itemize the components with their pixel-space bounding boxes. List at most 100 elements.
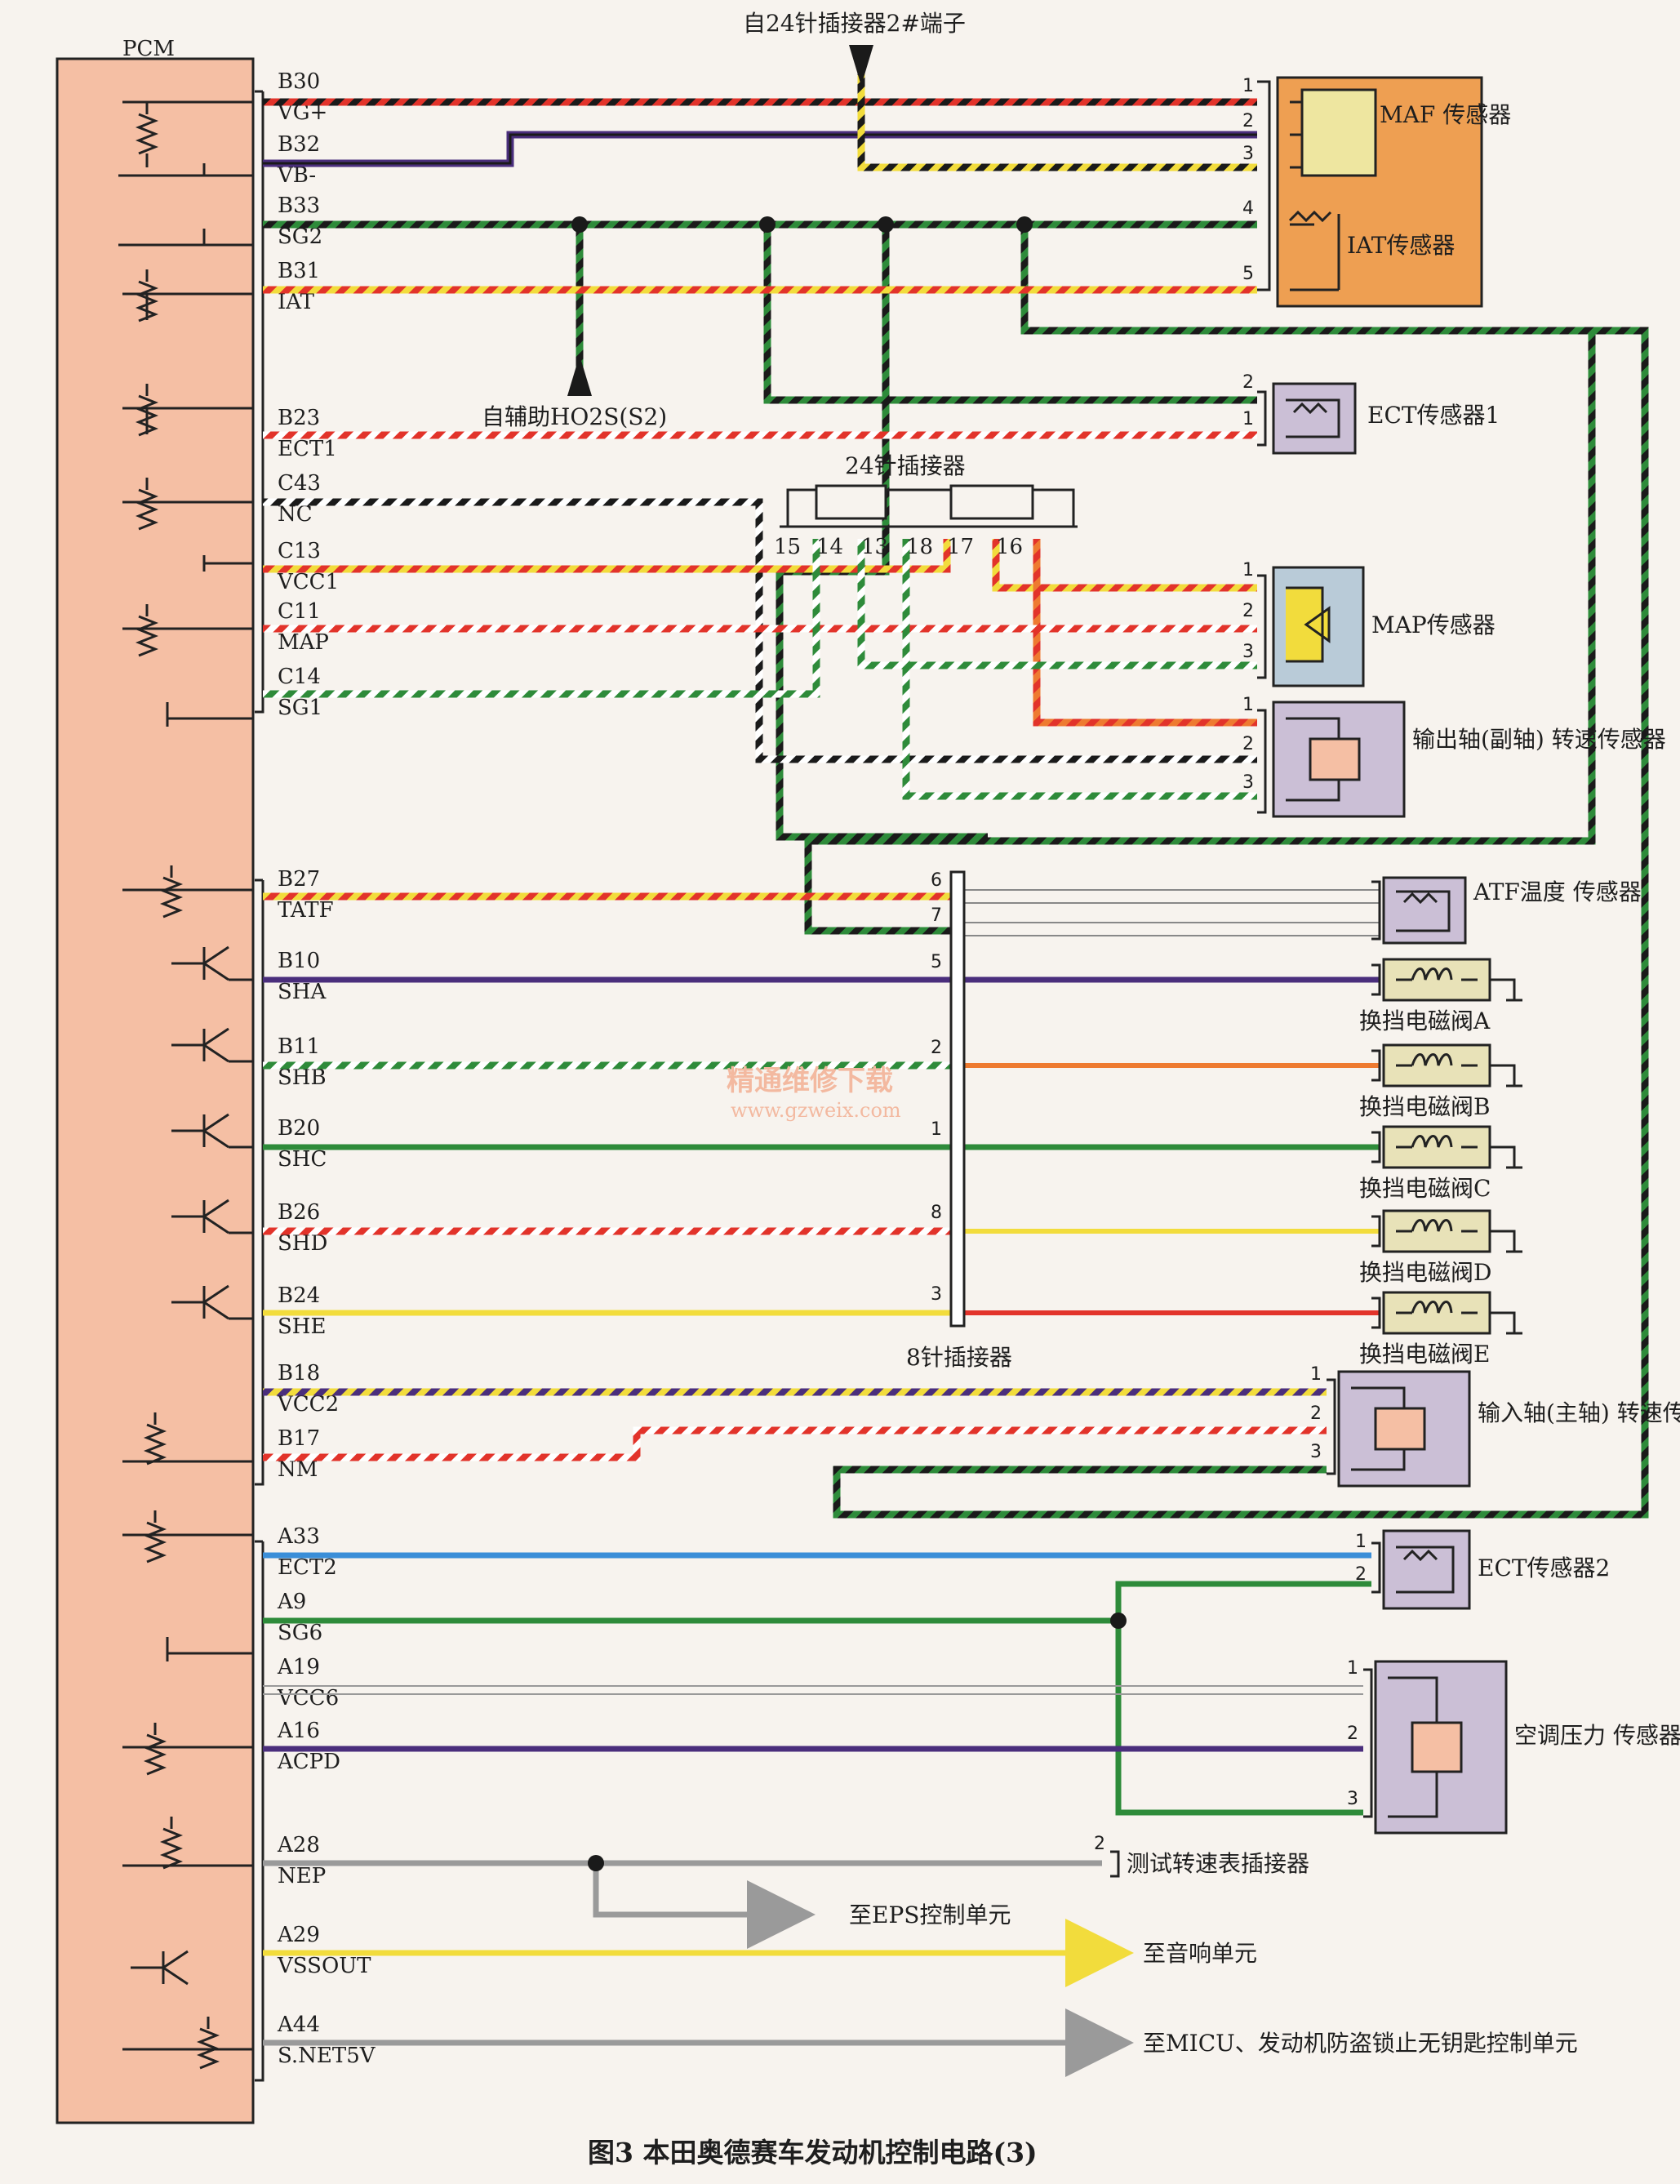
solenoid-label: 换挡电磁阀D bbox=[1359, 1259, 1491, 1286]
pcm-pin-a19: A19 bbox=[277, 1655, 320, 1679]
connector24-pin-17: 17 bbox=[947, 535, 974, 559]
connector24-pin-13: 13 bbox=[861, 535, 888, 559]
pcm-pin-c11: C11 bbox=[278, 599, 321, 624]
pcm-signal-sg1: SG1 bbox=[278, 696, 322, 720]
dest-micu: 至MICU、发动机防盗锁止无钥匙控制单元 bbox=[1143, 2030, 1578, 2057]
pcm-signal-ect2: ECT2 bbox=[278, 1555, 337, 1580]
svg-text:1: 1 bbox=[1242, 560, 1254, 580]
pcm-pin-b33: B33 bbox=[278, 193, 320, 218]
pcm-pin-b24: B24 bbox=[278, 1283, 320, 1308]
svg-text:5: 5 bbox=[1242, 264, 1254, 284]
pcm-signal-shc: SHC bbox=[278, 1147, 327, 1172]
pcm-signal-sg6: SG6 bbox=[278, 1621, 322, 1645]
svg-text:6: 6 bbox=[931, 870, 942, 891]
pcm-signal-shb: SHB bbox=[278, 1065, 327, 1090]
svg-text:1: 1 bbox=[931, 1119, 942, 1140]
pcm-signal-vcc1: VCC1 bbox=[277, 570, 339, 594]
ect1-sensor: ECT传感器1 21 bbox=[1242, 372, 1500, 455]
svg-text:测试转速表插接器: 测试转速表插接器 bbox=[1127, 1850, 1309, 1877]
pcm-signal-shd: SHD bbox=[278, 1231, 327, 1256]
pcm-signal-nep: NEP bbox=[278, 1864, 326, 1888]
pcm-signal-nc: NC bbox=[278, 502, 313, 527]
pcm-pin-c13: C13 bbox=[278, 539, 321, 563]
input-shaft-sensor: 输入轴(主轴) 转速传感器 1 2 3 bbox=[1310, 1364, 1680, 1488]
h02s-arrow-icon bbox=[567, 355, 592, 396]
map-sensor: MAP传感器 123 bbox=[1242, 560, 1496, 687]
svg-text:7: 7 bbox=[931, 905, 942, 926]
pcm-pin-a33: A33 bbox=[277, 1524, 320, 1549]
pcm-signal-map: MAP bbox=[278, 630, 329, 655]
ect2-sensor: ECT传感器2 1 2 bbox=[1355, 1529, 1610, 1610]
top-arrow-icon bbox=[849, 45, 873, 86]
connector24-pin-15: 15 bbox=[774, 535, 801, 559]
pcm-pin-c43: C43 bbox=[278, 471, 321, 496]
svg-text:2: 2 bbox=[1242, 601, 1254, 621]
figure-caption: 图3 本田奥德赛车发动机控制电路(3) bbox=[588, 2137, 1038, 2168]
junction-dots bbox=[571, 216, 1127, 1871]
solenoid-label: 换挡电磁阀C bbox=[1359, 1175, 1491, 1202]
pcm-pin-b20: B20 bbox=[278, 1116, 320, 1141]
svg-text:ECT传感器2: ECT传感器2 bbox=[1478, 1555, 1610, 1581]
watermark-text: 精通维修下载 bbox=[727, 1065, 893, 1097]
svg-text:1: 1 bbox=[1242, 409, 1254, 429]
pcm-signal-vcc6: VCC6 bbox=[277, 1686, 339, 1710]
svg-text:2: 2 bbox=[931, 1038, 942, 1058]
svg-text:2: 2 bbox=[1355, 1564, 1367, 1585]
pcm-signal-tatf: TATF bbox=[278, 898, 334, 923]
solenoid-d: 换挡电磁阀D bbox=[1359, 1209, 1522, 1286]
pcm-module bbox=[56, 57, 255, 2124]
svg-text:2: 2 bbox=[1242, 734, 1254, 754]
connector-8pin: 8针插接器 67 52 18 3 bbox=[906, 870, 1012, 1371]
solenoid-a: 换挡电磁阀A bbox=[1359, 958, 1522, 1034]
svg-text:2: 2 bbox=[1310, 1403, 1322, 1424]
pcm-pin-b27: B27 bbox=[278, 867, 320, 892]
pcm-signal-vcc2: VCC2 bbox=[277, 1392, 339, 1417]
atf-temp-sensor: ATF温度 传感器 bbox=[1371, 876, 1642, 945]
svg-text:3: 3 bbox=[1242, 772, 1254, 793]
svg-text:4: 4 bbox=[1242, 198, 1254, 219]
pcm-internal-circuits bbox=[118, 100, 253, 2070]
svg-text:3: 3 bbox=[1242, 642, 1254, 662]
pcm-pin-b23: B23 bbox=[278, 406, 320, 430]
pcm-signal-acpd: ACPD bbox=[277, 1750, 340, 1774]
svg-text:1: 1 bbox=[1355, 1532, 1367, 1552]
svg-text:8: 8 bbox=[931, 1203, 942, 1223]
pcm-pin-b26: B26 bbox=[278, 1200, 320, 1225]
solenoid-c: 换挡电磁阀C bbox=[1359, 1125, 1522, 1202]
pcm-pin-b30: B30 bbox=[278, 69, 320, 94]
pcm-signal-iat: IAT bbox=[278, 290, 315, 314]
pcm-pin-a9: A9 bbox=[277, 1590, 306, 1614]
output-shaft-sensor: 输出轴(副轴) 转速传感器 1 2 3 bbox=[1242, 695, 1666, 818]
svg-text:2: 2 bbox=[1242, 111, 1254, 131]
svg-text:输出轴(副轴) 转速传感器: 输出轴(副轴) 转速传感器 bbox=[1412, 726, 1666, 753]
pcm-signal-she: SHE bbox=[278, 1314, 326, 1339]
svg-text:2: 2 bbox=[1347, 1724, 1358, 1744]
pcm-pin-c14: C14 bbox=[278, 665, 321, 689]
pcm-pin-b11: B11 bbox=[278, 1034, 320, 1059]
pcm-pin-a44: A44 bbox=[277, 2013, 320, 2037]
svg-text:MAF 传感器: MAF 传感器 bbox=[1380, 101, 1511, 128]
svg-text:2: 2 bbox=[1242, 372, 1254, 393]
wires bbox=[263, 49, 1649, 2077]
pcm-signal-vssout: VSSOUT bbox=[277, 1954, 371, 1978]
pcm-signal-snet5v: S.NET5V bbox=[278, 2044, 376, 2068]
connector24-pin-16: 16 bbox=[996, 535, 1023, 559]
pcm-signal-ect1: ECT1 bbox=[278, 437, 337, 461]
watermark-url: www.gzweix.com bbox=[731, 1099, 901, 1122]
connector24-pin-14: 14 bbox=[816, 535, 843, 559]
svg-text:输入轴(主轴) 转速传感器: 输入轴(主轴) 转速传感器 bbox=[1478, 1399, 1680, 1426]
svg-text:1: 1 bbox=[1347, 1658, 1358, 1679]
svg-text:1: 1 bbox=[1242, 695, 1254, 715]
pcm-pin-b10: B10 bbox=[278, 949, 320, 973]
svg-text:3: 3 bbox=[1310, 1442, 1322, 1462]
svg-text:2: 2 bbox=[1094, 1834, 1105, 1854]
svg-text:1: 1 bbox=[1310, 1364, 1322, 1385]
tacho-connector: 2 测试转速表插接器 bbox=[1094, 1834, 1309, 1878]
svg-text:IAT传感器: IAT传感器 bbox=[1347, 232, 1455, 259]
solenoid-label: 换挡电磁阀B bbox=[1359, 1093, 1491, 1120]
pcm-pin-a28: A28 bbox=[277, 1833, 320, 1857]
pcm-pin-a16: A16 bbox=[277, 1719, 320, 1743]
